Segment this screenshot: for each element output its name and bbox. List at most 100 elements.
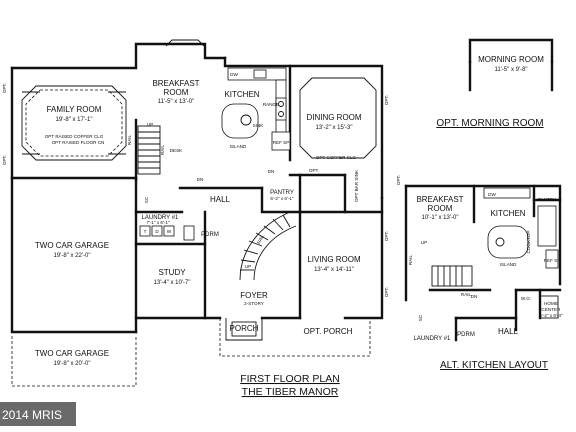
alt-breakfast-dim: 10'-1" x 13'-0" xyxy=(422,215,459,221)
alt-laundry-label: LAUNDRY #1 xyxy=(414,336,451,342)
range-label: RANGE xyxy=(263,102,279,107)
laundry-d-mark: D xyxy=(155,229,159,234)
alt-wo-label: W.O. xyxy=(521,296,531,301)
family-room-note-2: OPT RAISED FLOOR CN xyxy=(52,140,105,145)
foyer-dim: 2-STORY xyxy=(244,301,264,306)
study-label: STUDY xyxy=(158,268,186,277)
alt-home-center-label-1: HOME xyxy=(544,301,558,306)
rail-label-3: RAIL xyxy=(256,233,266,245)
laundry-tub-icon xyxy=(139,225,151,237)
morning-room-label: MORNING ROOM xyxy=(478,55,544,64)
kitchen-sink-icon xyxy=(253,69,267,79)
washer-icon xyxy=(163,225,175,237)
coffer-ceiling-outline xyxy=(21,85,127,161)
study-dim: 13'-4" x 10'-7" xyxy=(154,280,191,286)
kitchen-island xyxy=(221,103,259,139)
alt-up-label: UP xyxy=(421,240,427,245)
dw-label: DW xyxy=(230,72,238,77)
alt-breakfast-label-1: BREAKFAST xyxy=(416,195,463,204)
opt-label-1: OPT. xyxy=(2,83,7,93)
dn-label-2: DN xyxy=(268,169,275,174)
island-sink-icon xyxy=(240,114,252,126)
porch-label: PORCH xyxy=(230,324,259,333)
sink-label: SINK xyxy=(253,123,265,128)
toilet-icon xyxy=(183,225,195,241)
morning-room-walls xyxy=(468,38,554,92)
main-plan-walls xyxy=(10,42,384,387)
dining-note: OPT COFFER CLG xyxy=(316,155,357,160)
living-dim: 13'-4" x 14'-11" xyxy=(314,267,354,273)
laundry-dim: 7'-1" x 6'-1" xyxy=(146,220,170,225)
family-room-note-1: OPT RAISED COFFER CLG xyxy=(45,134,104,139)
range-icon xyxy=(275,97,287,121)
opt-bar-sink-label: OPT BAR SINK xyxy=(354,169,359,202)
alt-staircase xyxy=(431,265,473,287)
family-room-label: FAMILY ROOM xyxy=(47,105,102,114)
main-plan-labels: FAMILY ROOM 19'-8" x 17'-1" OPT RAISED C… xyxy=(2,72,389,367)
dining-coffer-outline xyxy=(299,77,377,159)
laundry-label: LAUNDRY #1 xyxy=(142,215,179,221)
dining-label: DINING ROOM xyxy=(306,113,361,122)
alt-cooktop-label: COOKTOP xyxy=(526,231,531,254)
opt-label-5: OPT. xyxy=(384,287,389,297)
living-label: LIVING ROOM xyxy=(307,255,361,264)
fridge-icon xyxy=(271,131,291,151)
up-label-rear: UP xyxy=(147,122,153,127)
alt-ref-label: REF SP xyxy=(544,258,561,263)
foyer-label: FOYER xyxy=(240,291,268,300)
laundry-w-mark: W xyxy=(167,229,172,234)
alt-fridge-icon xyxy=(545,249,559,269)
dining-dim: 13'-2" x 15'-3" xyxy=(316,125,353,131)
garage-alt-label: TWO CAR GARAGE xyxy=(35,349,109,358)
up-label-foyer: UP xyxy=(245,264,251,269)
alt-kitchen-title: ALT. KITCHEN LAYOUT xyxy=(440,360,548,371)
alt-hall-label: HALL xyxy=(498,327,519,336)
main-plan-subtitle: THE TIBER MANOR xyxy=(242,386,339,398)
morning-room-title: OPT. MORNING ROOM xyxy=(436,118,543,129)
watermark-text: 2014 MRIS xyxy=(2,408,62,422)
opt-porch-label: OPT. PORCH xyxy=(304,327,353,336)
opt-label-2: OPT. xyxy=(2,155,7,165)
alt-sc-label: SC xyxy=(418,314,423,321)
watermark-box xyxy=(0,402,76,426)
alt-breakfast-label-2: ROOM xyxy=(428,204,453,213)
laundry-t-mark: T xyxy=(144,229,147,234)
alt-dw-label: DW xyxy=(488,192,496,197)
breakfast-label-2: ROOM xyxy=(164,88,189,97)
breakfast-label-1: BREAKFAST xyxy=(152,79,199,88)
alt-home-center-dim: 6'-2" x 6'-4" xyxy=(539,313,563,318)
alt-kitchen-label: KITCHEN xyxy=(490,209,525,218)
sc-label: SC xyxy=(144,196,149,203)
pantry-label: PANTRY xyxy=(270,190,294,196)
alt-kitchen-labels: BREAKFAST ROOM 10'-1" x 13'-0" KITCHEN P… xyxy=(396,175,563,342)
kitchen-label: KITCHEN xyxy=(224,90,259,99)
family-room-dim: 19'-8" x 17'-1" xyxy=(56,117,93,123)
ref-label: REF SP xyxy=(273,140,290,145)
alt-island xyxy=(487,225,529,259)
rail-label-1: RAIL xyxy=(127,134,132,145)
alt-rail-label-2: RAIL xyxy=(461,292,472,297)
alt-dn-label: DN xyxy=(471,294,478,299)
staircase-rear xyxy=(137,125,161,175)
rail-label-2: RAIL xyxy=(160,144,165,155)
pdrm-label: PDRM xyxy=(201,232,219,238)
alt-counter-right xyxy=(537,205,557,247)
alt-counter-top xyxy=(483,187,531,199)
alt-pantry-label: PANTRY xyxy=(538,197,556,202)
alt-rail-label-1: RAIL xyxy=(408,254,413,265)
morning-room-dim: 11'-5" x 9'-8" xyxy=(494,67,527,73)
garage-dim: 19'-8" x 22'-0" xyxy=(54,253,91,259)
staircase-foyer xyxy=(239,211,297,281)
island-label: ISLAND xyxy=(230,144,247,149)
alt-pdrm-label: PDRM xyxy=(457,332,475,338)
opt-label-6: OPT. xyxy=(309,168,319,173)
breakfast-dim: 11'-5" x 13'-0" xyxy=(158,99,194,105)
opt-label-3: OPT. xyxy=(384,95,389,105)
hall-label: HALL xyxy=(210,195,231,204)
alt-opt-label: OPT. xyxy=(396,175,401,185)
opt-label-4: OPT. xyxy=(384,231,389,241)
raised-floor-outline xyxy=(25,89,123,157)
pantry-dim: 6'-2" x 6'-1" xyxy=(270,196,294,201)
dryer-icon xyxy=(151,225,163,237)
